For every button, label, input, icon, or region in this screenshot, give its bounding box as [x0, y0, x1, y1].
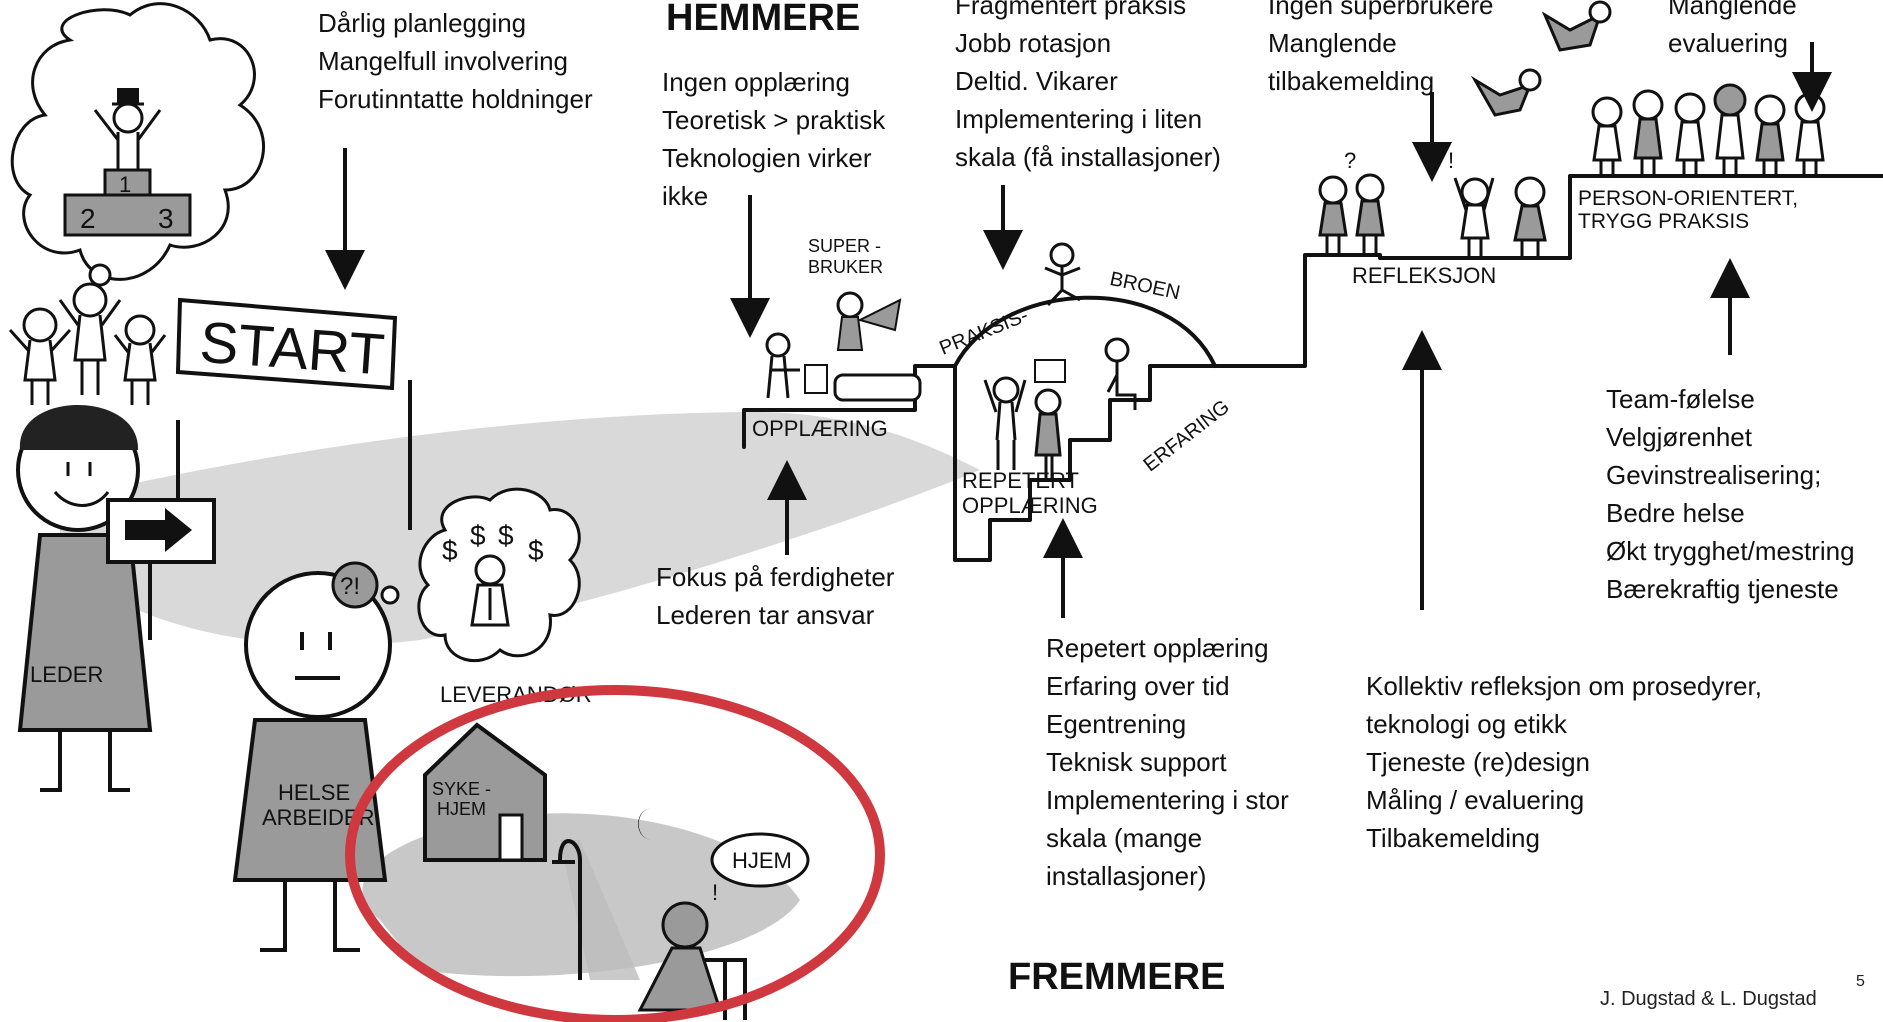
helsearbeider-label-1: HELSE [278, 780, 350, 805]
hjem-bubble: HJEM [732, 848, 792, 873]
caption-collective-reflection: Kollektiv refleksjon om prosedyrer, tekn… [1366, 671, 1762, 853]
training-step: SUPER - BRUKER OPPLÆRING [752, 236, 922, 441]
sykehjem-label-2: HJEM [437, 799, 486, 819]
flying-superusers [1470, 0, 1612, 117]
arrows [325, 42, 1832, 618]
nursing-home: SYKE - HJEM [423, 722, 547, 862]
surprise-mark: ! [712, 880, 718, 905]
person-oriented-label-1: PERSON-ORIENTERT, [1578, 187, 1798, 210]
start-sign: START [198, 310, 387, 388]
raise-mark: ! [1448, 148, 1454, 173]
caption-evaluation-barrier: Manglende evaluering [1668, 0, 1797, 58]
podium-place-1: 1 [119, 172, 131, 197]
leader-figure: LEDER [16, 405, 216, 792]
dollar-sign-3: $ [498, 520, 514, 551]
page-number: 5 [1856, 973, 1865, 990]
home-scene: HJEM ! [552, 808, 810, 1020]
caption-training-barriers: Ingen opplæring Teoretisk > praktisk Tek… [662, 67, 886, 211]
dollar-sign-4: $ [528, 535, 544, 566]
winner-thought-bubble: 1 2 3 [10, 2, 265, 308]
confused-mark: ?! [340, 573, 360, 600]
caption-superuser-barriers: Ingen superbrukere Manglende tilbakemeld… [1268, 0, 1494, 96]
leder-label: LEDER [30, 662, 103, 687]
team-group [1591, 83, 1826, 175]
podium-place-2: 2 [80, 203, 96, 234]
highlight-ellipse [345, 685, 885, 1022]
caption-practice-barriers: Fragmentert praksis Jobb rotasjon Deltid… [955, 0, 1221, 172]
cheering-people [8, 282, 167, 405]
practice-bridge: PRAKSIS- BROEN ERFARING REPETERT OPPLÆRI… [936, 242, 1234, 518]
person-oriented-step: PERSON-ORIENTERT, TRYGG PRAKSIS [1578, 83, 1826, 233]
start-gate: START [175, 297, 412, 530]
dollar-sign-1: $ [442, 535, 458, 566]
reflection-step: ? ! REFLEKSJON [1318, 148, 1547, 288]
superbruker-label-1: SUPER - [808, 236, 881, 256]
caption-skills-focus: Fokus på ferdigheter Lederen tar ansvar [656, 562, 895, 630]
superbruker-label-2: BRUKER [808, 257, 883, 277]
erfaring-label: ERFARING [1140, 396, 1234, 476]
person-oriented-label-2: TRYGG PRAKSIS [1578, 210, 1749, 233]
heading-fremmere: FREMMERE [1008, 956, 1226, 998]
opplaering-label: OPPLÆRING [752, 416, 888, 441]
caption-planning-barriers: Dårlig planlegging Mangelfull involverin… [318, 8, 593, 114]
reflection-question: ? [1344, 148, 1356, 173]
podium-place-3: 3 [158, 203, 174, 234]
author-credit: J. Dugstad & L. Dugstad [1600, 988, 1817, 1010]
caption-outcomes: Team-følelse Velgjørenhet Gevinstrealise… [1606, 384, 1855, 604]
staircase [742, 174, 1883, 562]
praksis-label: PRAKSIS- [936, 304, 1031, 359]
heading-hemmere: HEMMERE [666, 0, 860, 39]
dollar-sign-2: $ [470, 520, 486, 551]
caption-repeated-training: Repetert opplæring Erfaring over tid Ege… [1046, 633, 1289, 891]
sykehjem-label-1: SYKE - [432, 779, 491, 799]
repetert-label-2: OPPLÆRING [962, 493, 1098, 518]
repetert-label-1: REPETERT [962, 468, 1079, 493]
refleksjon-label: REFLEKSJON [1352, 263, 1496, 288]
vendor-thought-bubble: $ $ $ $ LEVERANDØR [417, 487, 592, 707]
